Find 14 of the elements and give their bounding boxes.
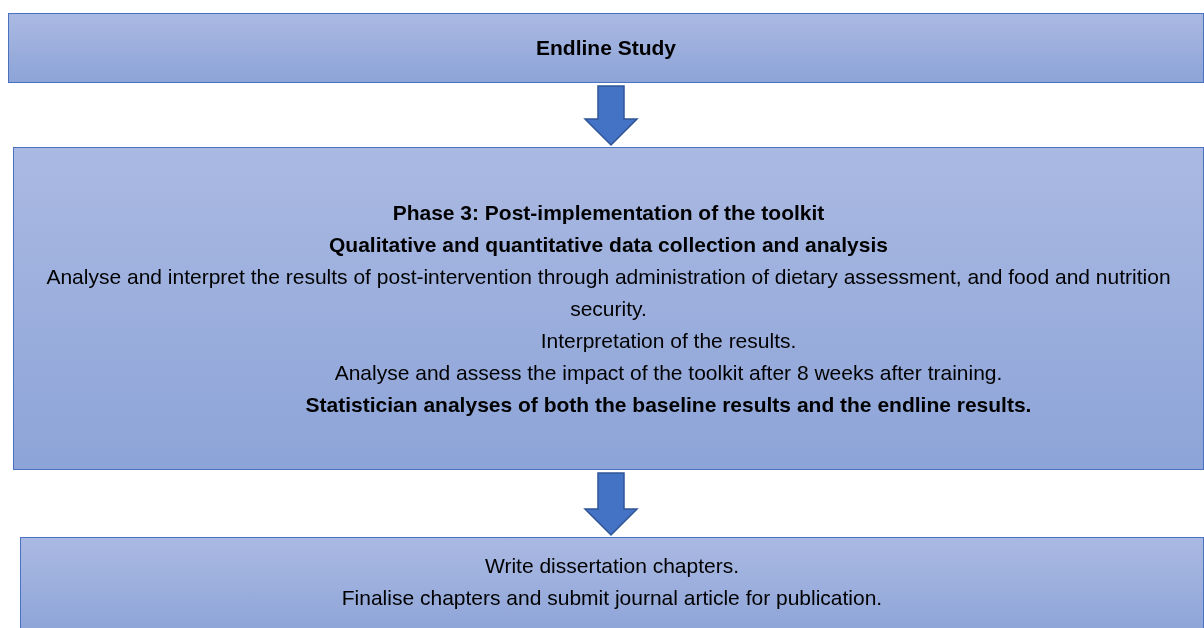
- process-box: [13, 147, 1204, 470]
- process-box: [8, 13, 1204, 83]
- heading: Endline Study: [535, 35, 677, 61]
- block-arrow: [583, 85, 639, 147]
- phase-text: Analyse and interpret the results of post-intervention through administration of dietary assessment, and food and nutrition security.: [45, 263, 1172, 322]
- phase-text: Analyse and assess the impact of the toolkit after 8 weeks after training.: [333, 359, 1004, 386]
- phase-heading: Phase 3: Post-implementation of the toolkit: [391, 199, 826, 226]
- phase-heading: Qualitative and quantitative data collection and analysis: [328, 231, 889, 258]
- step-text: Write dissertation chapters.: [483, 553, 741, 579]
- step-text: Finalise chapters and submit journal article for publication.: [340, 585, 884, 611]
- phase-text: Interpretation of the results.: [539, 327, 798, 354]
- phase-text: Statistician analyses of both the baseline results and the endline results.: [304, 391, 1033, 418]
- block-arrow: [583, 472, 639, 537]
- process-box: [20, 537, 1204, 628]
